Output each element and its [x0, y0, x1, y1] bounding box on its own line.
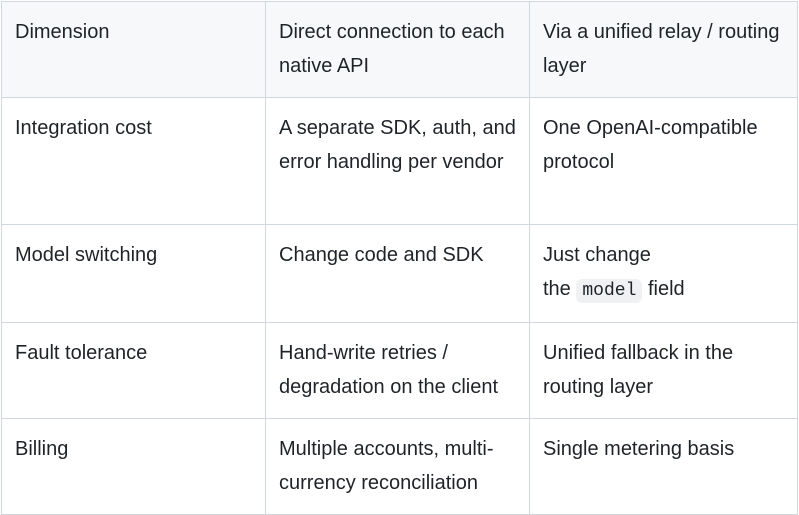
cell-relay: Single metering basis — [529, 418, 798, 515]
cell-dimension: Model switching — [1, 224, 266, 323]
table-row: Fault tolerance Hand-write retries / deg… — [1, 322, 798, 419]
table-body: Integration cost A separate SDK, auth, a… — [1, 97, 798, 515]
header-unified-relay: Via a unified relay / routing layer — [529, 1, 798, 98]
table-row: Integration cost A separate SDK, auth, a… — [1, 97, 798, 225]
cell-direct: Hand-write retries / degradation on the … — [265, 322, 530, 419]
cell-direct: Change code and SDK — [265, 224, 530, 323]
cell-relay: Unified fallback in the routing layer — [529, 322, 798, 419]
table-row: Billing Multiple accounts, multi-currenc… — [1, 418, 798, 515]
cell-direct: Multiple accounts, multi-currency reconc… — [265, 418, 530, 515]
cell-relay: One OpenAI-compatible protocol — [529, 97, 798, 225]
table-row: Model switching Change code and SDK Just… — [1, 224, 798, 323]
cell-relay: Just change the model field — [529, 224, 798, 323]
cell-direct: A separate SDK, auth, and error handling… — [265, 97, 530, 225]
cell-dimension: Integration cost — [1, 97, 266, 225]
cell-dimension: Fault tolerance — [1, 322, 266, 419]
inline-code-model: model — [576, 278, 643, 303]
relay-text-prefix: Just change the — [543, 244, 651, 300]
header-row: Dimension Direct connection to each nati… — [1, 1, 798, 98]
cell-dimension: Billing — [1, 418, 266, 515]
header-direct-connection: Direct connection to each native API — [265, 1, 530, 98]
header-dimension: Dimension — [1, 1, 266, 98]
relay-text-suffix: field — [647, 277, 685, 300]
table-header: Dimension Direct connection to each nati… — [1, 1, 798, 98]
